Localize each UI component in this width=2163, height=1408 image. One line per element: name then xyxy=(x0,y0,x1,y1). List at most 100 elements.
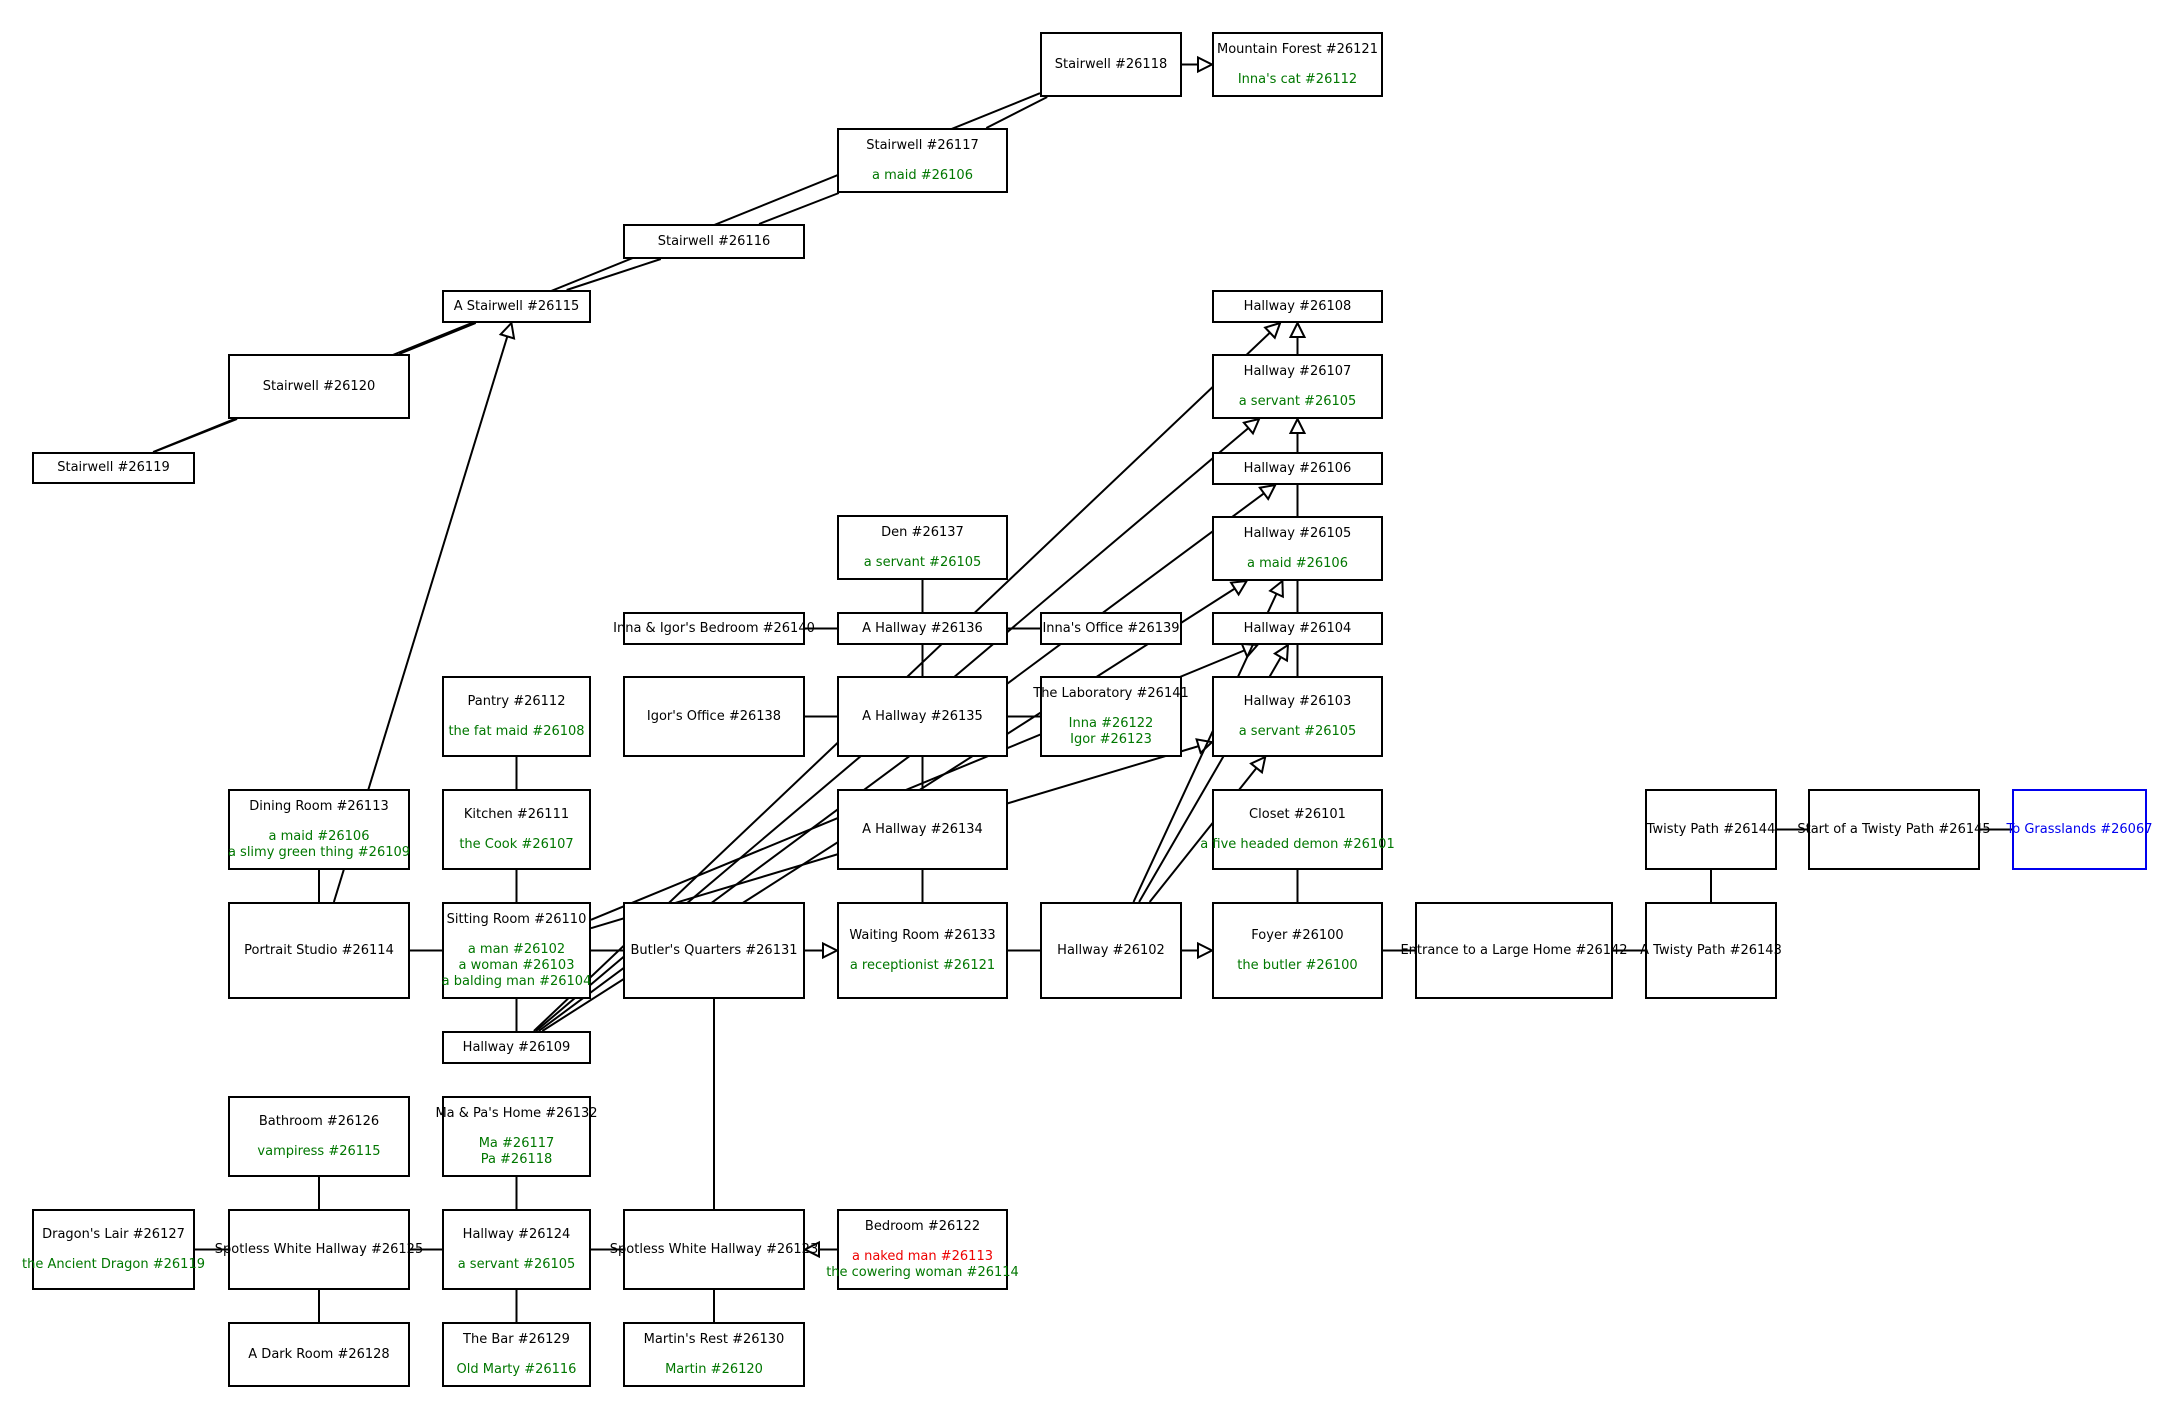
room-hallway-26106[interactable]: Hallway #26106 xyxy=(1212,452,1383,485)
room-occupants: a servant #26105 xyxy=(864,555,982,571)
room-occupants: the Ancient Dragon #26119 xyxy=(22,1257,205,1273)
arrowhead-r26115 xyxy=(498,320,516,340)
room-name: A Stairwell #26115 xyxy=(453,298,580,314)
room-occupant: a naked man #26113 xyxy=(851,1248,993,1264)
room-stairwell-26118[interactable]: Stairwell #26118 xyxy=(1040,32,1182,97)
room-name: Hallway #26105 xyxy=(1243,525,1352,541)
room-kitchen-26111[interactable]: Kitchen #26111 the Cook #26107 xyxy=(442,789,591,870)
room-inna-igor-bedroom-26140[interactable]: Inna & Igor's Bedroom #26140 xyxy=(613,612,815,645)
room-occupant: a maid #26106 xyxy=(872,167,973,183)
room-occupants: a servant #26105 xyxy=(458,1257,576,1273)
room-occupants: a maid #26106 xyxy=(872,168,973,184)
room-a-twisty-path-26143[interactable]: A Twisty Path #26143 xyxy=(1640,902,1782,999)
room-stairwell-26117[interactable]: Stairwell #26117 a maid #26106 xyxy=(837,128,1008,193)
room-a-hallway-26134[interactable]: A Hallway #26134 xyxy=(837,789,1008,870)
room-name: Hallway #26103 xyxy=(1243,693,1352,709)
exit-to-grasslands-26067[interactable]: To Grasslands #26067 xyxy=(2007,789,2153,870)
room-occupant: the butler #26100 xyxy=(1237,957,1358,973)
room-name: A Hallway #26136 xyxy=(862,620,983,636)
room-occupants: vampiress #26115 xyxy=(257,1144,380,1160)
room-name: Sitting Room #26110 xyxy=(446,911,587,927)
room-dragon-lair-26127[interactable]: Dragon's Lair #26127 the Ancient Dragon … xyxy=(22,1209,205,1290)
room-stairwell-26116[interactable]: Stairwell #26116 xyxy=(623,224,805,259)
room-den-26137[interactable]: Den #26137 a servant #26105 xyxy=(837,515,1008,580)
room-spotless-white-hallway-26125[interactable]: Spotless White Hallway #26125 xyxy=(215,1209,423,1290)
room-hallway-26105[interactable]: Hallway #26105 a maid #26106 xyxy=(1212,516,1383,581)
arrowhead-r26107 xyxy=(1242,417,1261,436)
room-hallway-26104[interactable]: Hallway #26104 xyxy=(1212,612,1383,645)
arrowhead-r26105 xyxy=(1268,578,1284,599)
room-a-stairwell-26115[interactable]: A Stairwell #26115 xyxy=(442,290,591,323)
arrowhead-r26133 xyxy=(822,941,840,960)
room-start-twisty-path-26145[interactable]: Start of a Twisty Path #26145 xyxy=(1797,789,1991,870)
room-twisty-path-26144[interactable]: Twisty Path #26144 xyxy=(1645,789,1777,870)
room-name: Igor's Office #26138 xyxy=(646,708,782,724)
room-occupant: a receptionist #26121 xyxy=(849,957,996,973)
arrowhead-r26121 xyxy=(1197,55,1215,74)
room-link-r26115-r26116 xyxy=(566,258,662,291)
room-name: Stairwell #26116 xyxy=(657,233,771,249)
room-hallway-26109[interactable]: Hallway #26109 xyxy=(442,1031,591,1064)
room-martins-rest-26130[interactable]: Martin's Rest #26130 Martin #26120 xyxy=(623,1322,805,1387)
room-name: Stairwell #26118 xyxy=(1054,56,1168,72)
room-name: Bathroom #26126 xyxy=(258,1113,380,1129)
room-closet-26101[interactable]: Closet #26101 a five headed demon #26101 xyxy=(1200,789,1395,870)
room-name: Closet #26101 xyxy=(1249,806,1346,822)
room-occupant: a maid #26106 xyxy=(1247,555,1348,571)
room-occupant: vampiress #26115 xyxy=(257,1143,381,1159)
room-stairwell-26119[interactable]: Stairwell #26119 xyxy=(32,452,195,484)
room-occupant: Old Marty #26116 xyxy=(456,1361,577,1377)
room-occupant: a servant #26105 xyxy=(1238,393,1357,409)
room-entrance-large-home-26142[interactable]: Entrance to a Large Home #26142 xyxy=(1400,902,1628,999)
room-hallway-26124[interactable]: Hallway #26124 a servant #26105 xyxy=(442,1209,591,1290)
room-hallway-26103[interactable]: Hallway #26103 a servant #26105 xyxy=(1212,676,1383,757)
arrowhead-r26100 xyxy=(1197,941,1215,960)
room-a-dark-room-26128[interactable]: A Dark Room #26128 xyxy=(228,1322,410,1387)
room-occupants: Old Marty #26116 xyxy=(457,1362,577,1378)
arrowhead-r26108 xyxy=(1263,321,1282,340)
room-occupants: Martin #26120 xyxy=(665,1362,763,1378)
room-spotless-white-hallway-26123[interactable]: Spotless White Hallway #26123 xyxy=(610,1209,818,1290)
room-link-r26102-r26103 xyxy=(1148,756,1267,903)
arrowhead-r26105 xyxy=(1229,579,1249,597)
room-name: Portrait Studio #26114 xyxy=(244,942,394,958)
room-name: Spotless White Hallway #26123 xyxy=(609,1241,819,1257)
room-occupants: a servant #26105 xyxy=(1239,394,1357,410)
room-occupant: Martin #26120 xyxy=(665,1361,763,1377)
room-pantry-26112[interactable]: Pantry #26112 the fat maid #26108 xyxy=(442,676,591,757)
room-name: Hallway #26124 xyxy=(462,1226,571,1242)
room-stairwell-26120[interactable]: Stairwell #26120 xyxy=(228,354,410,419)
room-hallway-26107[interactable]: Hallway #26107 a servant #26105 xyxy=(1212,354,1383,419)
room-mountain-forest-26121[interactable]: Mountain Forest #26121 Inna's cat #26112 xyxy=(1212,32,1383,97)
room-the-bar-26129[interactable]: The Bar #26129 Old Marty #26116 xyxy=(442,1322,591,1387)
room-occupant: a slimy green thing #26109 xyxy=(227,844,411,860)
room-hallway-26108[interactable]: Hallway #26108 xyxy=(1212,290,1383,323)
arrowhead-r26108 xyxy=(1288,320,1307,338)
room-butler-quarters-26131[interactable]: Butler's Quarters #26131 xyxy=(623,902,805,999)
room-hallway-26102[interactable]: Hallway #26102 xyxy=(1040,902,1182,999)
room-occupant: the Ancient Dragon #26119 xyxy=(22,1256,205,1272)
room-a-hallway-26135[interactable]: A Hallway #26135 xyxy=(837,676,1008,757)
room-occupant: a balding man #26104 xyxy=(441,973,592,989)
room-inna-office-26139[interactable]: Inna's Office #26139 xyxy=(1040,612,1182,645)
room-name: Hallway #26104 xyxy=(1243,620,1352,636)
room-occupant: the Cook #26107 xyxy=(459,836,574,852)
room-name: Stairwell #26120 xyxy=(262,378,376,394)
room-foyer-26100[interactable]: Foyer #26100 the butler #26100 xyxy=(1212,902,1383,999)
room-bathroom-26126[interactable]: Bathroom #26126 vampiress #26115 xyxy=(228,1096,410,1177)
room-a-hallway-26136[interactable]: A Hallway #26136 xyxy=(837,612,1008,645)
room-waiting-room-26133[interactable]: Waiting Room #26133 a receptionist #2612… xyxy=(837,902,1008,999)
room-name: Ma & Pa's Home #26132 xyxy=(435,1105,598,1121)
room-occupant: a servant #26105 xyxy=(1238,723,1357,739)
room-igor-office-26138[interactable]: Igor's Office #26138 xyxy=(623,676,805,757)
arrowhead-r26123 xyxy=(802,1240,820,1259)
room-portrait-studio-26114[interactable]: Portrait Studio #26114 xyxy=(228,902,410,999)
room-name: Stairwell #26117 xyxy=(866,137,979,153)
room-link-r26117-r26118 xyxy=(985,96,1048,129)
